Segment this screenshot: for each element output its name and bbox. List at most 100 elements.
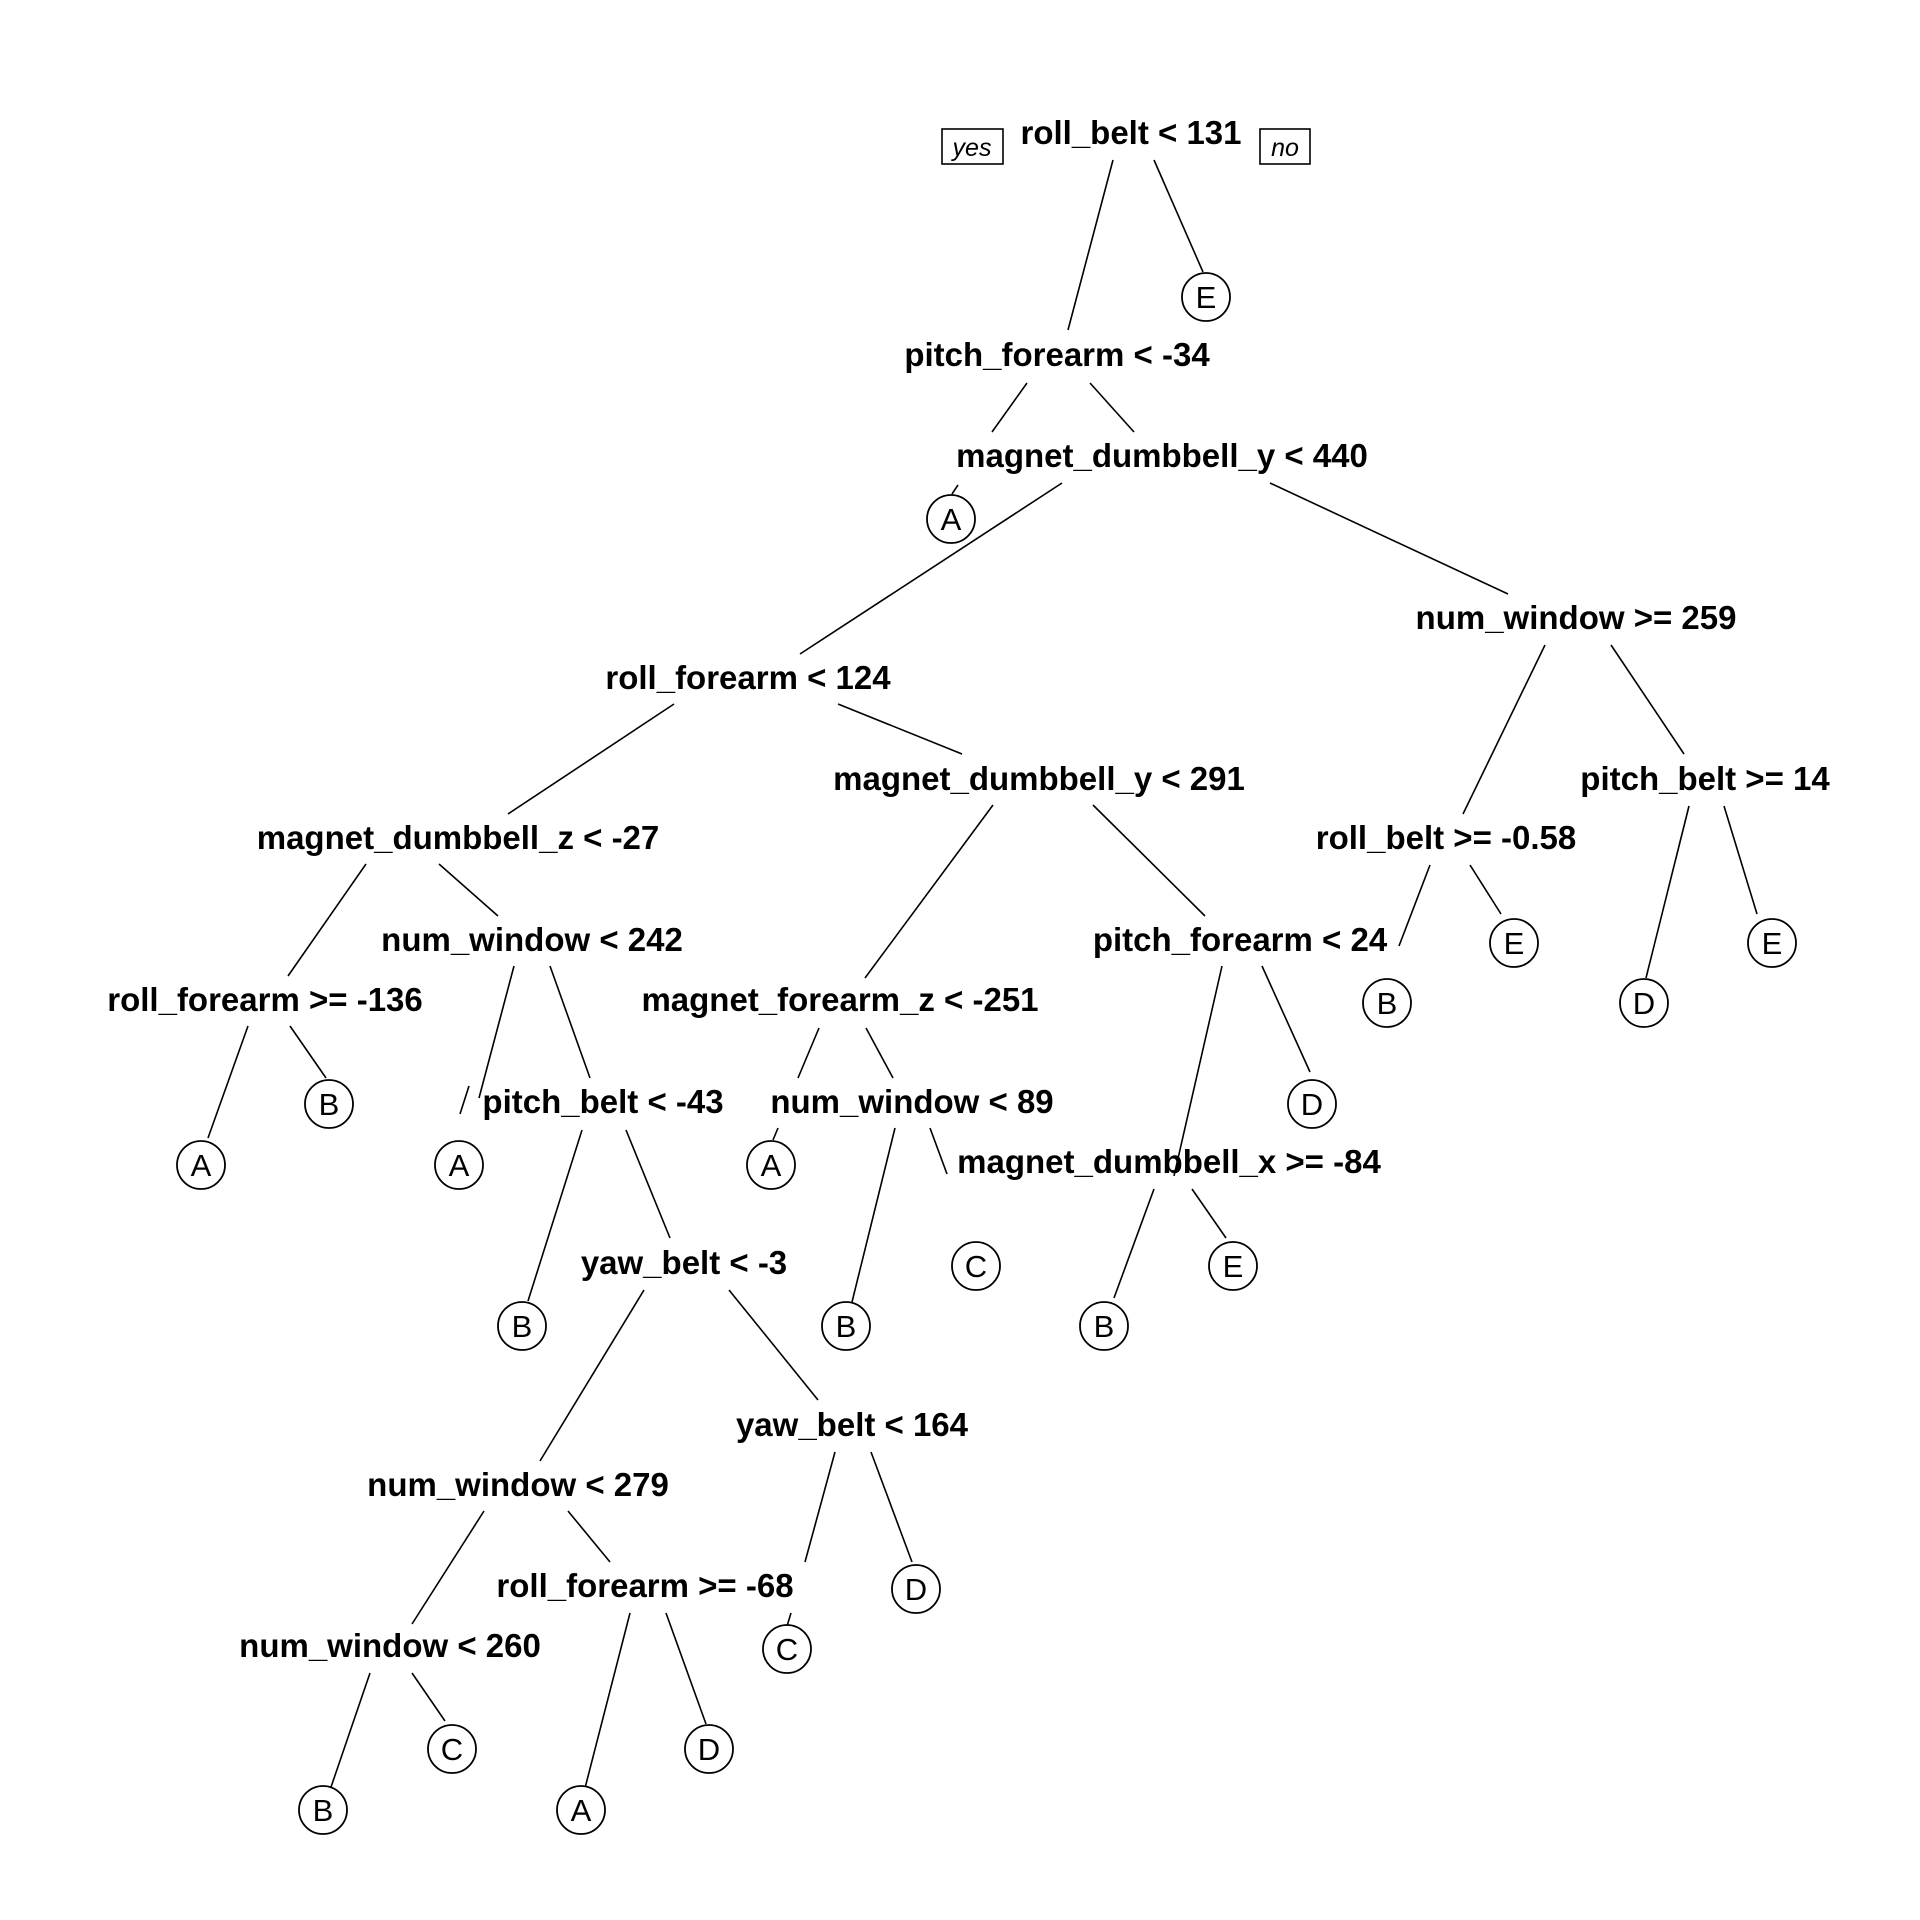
leaf-node: B <box>821 1301 871 1351</box>
leaf-node: B <box>1362 978 1412 1028</box>
edge <box>870 1451 913 1563</box>
leaf-node: C <box>427 1724 477 1774</box>
edge <box>1469 864 1502 915</box>
edge <box>567 1510 611 1563</box>
edge <box>991 382 1028 433</box>
split-node-label: num_window < 242 <box>381 921 683 958</box>
leaf-node: E <box>1747 918 1797 968</box>
leaf-node: A <box>926 494 976 544</box>
leaf-node: D <box>1619 978 1669 1028</box>
leaf-circle <box>1208 1241 1258 1291</box>
split-node-label: num_window < 89 <box>770 1083 1053 1120</box>
leaf-circle <box>951 1241 1001 1291</box>
split-nodes: roll_belt < 131 pitch_forearm < -34 magn… <box>107 114 1830 1664</box>
edge <box>665 1612 707 1725</box>
leaf-node: E <box>1208 1241 1258 1291</box>
split-node-label: roll_forearm >= -68 <box>496 1567 793 1604</box>
leaf-circle <box>1489 918 1539 968</box>
split-node-label: magnet_dumbbell_y < 440 <box>956 437 1368 474</box>
yes-tag <box>941 128 1004 165</box>
edge <box>951 484 959 495</box>
split-node-label: pitch_forearm < -34 <box>904 336 1210 373</box>
edge <box>207 1025 249 1139</box>
leaf-class-label: B <box>319 1087 340 1122</box>
leaf-circle <box>1287 1079 1337 1129</box>
leaf-class-label: A <box>941 502 962 537</box>
leaf-circle <box>304 1079 354 1129</box>
leaf-circle <box>298 1785 348 1835</box>
leaf-node: B <box>497 1301 547 1351</box>
edge <box>549 965 591 1079</box>
leaf-circle <box>1747 918 1797 968</box>
leaf-node: B <box>1079 1301 1129 1351</box>
split-node-label: num_window < 260 <box>239 1627 541 1664</box>
leaf-node: A <box>176 1140 226 1190</box>
split-node-label: roll_forearm >= -136 <box>107 981 423 1018</box>
leaf-circle <box>926 494 976 544</box>
leaf-class-label: D <box>1633 986 1655 1021</box>
leaf-circle <box>1619 978 1669 1028</box>
tree-edges <box>207 159 1758 1793</box>
leaf-circle <box>176 1140 226 1190</box>
leaf-class-label: C <box>441 1732 463 1767</box>
edge <box>583 1612 631 1793</box>
split-node-label: magnet_forearm_z < -251 <box>641 981 1038 1018</box>
edge <box>1153 159 1204 273</box>
edge <box>728 1289 819 1401</box>
leaf-class-label: E <box>1504 926 1525 961</box>
edge <box>1398 864 1431 947</box>
leaf-class-label: C <box>776 1632 798 1667</box>
leaf-circle <box>1181 272 1231 322</box>
edge <box>1723 805 1758 915</box>
leaf-node: C <box>762 1624 812 1674</box>
leaf-class-label: D <box>698 1732 720 1767</box>
leaf-node: E <box>1181 272 1231 322</box>
split-node-label: pitch_forearm < 24 <box>1093 921 1388 958</box>
leaf-circle <box>1079 1301 1129 1351</box>
edge <box>1089 382 1135 433</box>
leaf-class-label: B <box>512 1309 533 1344</box>
split-node-label: num_window >= 259 <box>1416 599 1737 636</box>
yes-tag-label: yes <box>951 134 992 162</box>
edge <box>539 1289 645 1462</box>
edge <box>1269 482 1509 595</box>
edge <box>478 965 515 1099</box>
leaf-node: C <box>951 1241 1001 1291</box>
leaf-class-label: B <box>836 1309 857 1344</box>
leaf-circle <box>1362 978 1412 1028</box>
edge <box>772 1127 779 1141</box>
split-node-label: pitch_belt < -43 <box>482 1083 723 1120</box>
split-node-label: magnet_dumbbell_y < 291 <box>833 760 1245 797</box>
leaf-node: A <box>434 1140 484 1190</box>
leaf-class-label: D <box>905 1572 927 1607</box>
leaf-class-label: A <box>761 1148 782 1183</box>
edge <box>1610 644 1685 755</box>
edge <box>1092 804 1206 917</box>
leaf-circle <box>684 1724 734 1774</box>
split-node-label: magnet_dumbbell_z < -27 <box>257 819 660 856</box>
leaf-node: B <box>298 1785 348 1835</box>
leaf-circle <box>746 1140 796 1190</box>
leaf-class-label: B <box>1094 1309 1115 1344</box>
leaf-class-label: C <box>965 1249 987 1284</box>
leaf-circle <box>891 1564 941 1614</box>
split-node-label: roll_belt < 131 <box>1020 114 1241 151</box>
leaf-circle <box>427 1724 477 1774</box>
leaf-node: A <box>746 1140 796 1190</box>
edge <box>864 804 994 979</box>
edge <box>289 1025 327 1079</box>
edge <box>507 703 675 815</box>
split-node-label: roll_forearm < 124 <box>605 659 891 696</box>
edge <box>438 863 499 917</box>
edge <box>1645 805 1690 979</box>
edge <box>411 1510 485 1625</box>
edge <box>1113 1188 1155 1299</box>
edge <box>786 1612 792 1627</box>
edge <box>1173 965 1223 1177</box>
edge <box>804 1451 836 1563</box>
leaf-circle <box>434 1140 484 1190</box>
leaf-node: E <box>1489 918 1539 968</box>
leaf-node: B <box>304 1079 354 1129</box>
edge <box>1261 965 1311 1073</box>
